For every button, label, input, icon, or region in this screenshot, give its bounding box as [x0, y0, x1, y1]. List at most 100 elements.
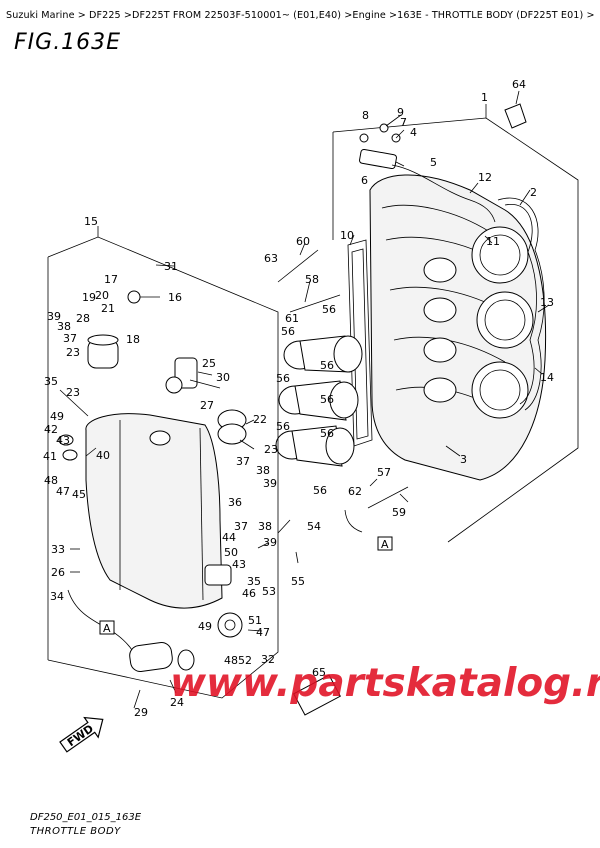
intake-manifold-group-outline	[332, 117, 579, 543]
callout-54: 54	[307, 520, 321, 533]
callout-46: 46	[242, 587, 256, 600]
callout-34: 34	[50, 590, 64, 603]
callout-21: 21	[101, 302, 115, 315]
callout-31: 31	[164, 260, 178, 273]
callout-8: 8	[362, 109, 369, 122]
callout-5: 5	[430, 156, 437, 169]
breadcrumb[interactable]: Suzuki Marine > DF225 >DF225T FROM 22503…	[6, 10, 595, 21]
leader-lines	[70, 90, 550, 709]
callout-38: 38	[57, 320, 71, 333]
fwd-label: FWD	[65, 722, 96, 749]
watermark: www.partskatalog.ru	[170, 661, 600, 706]
label-65	[293, 674, 341, 716]
callout-57: 57	[377, 466, 391, 479]
callout-37: 37	[63, 332, 77, 345]
callout-49: 49	[198, 620, 212, 633]
callout-7: 7	[400, 116, 407, 129]
callout-38: 38	[258, 520, 272, 533]
callout-47: 47	[256, 626, 270, 639]
ref-a-label-left: A	[103, 622, 111, 635]
callout-23: 23	[264, 443, 278, 456]
bracket-64	[504, 103, 527, 129]
filter-24	[129, 641, 195, 673]
callout-9: 9	[397, 106, 404, 119]
callout-30: 30	[216, 371, 230, 384]
callout-14: 14	[540, 371, 554, 384]
callout-32: 32	[261, 653, 275, 666]
callout-42: 42	[44, 423, 58, 436]
callout-59: 59	[392, 506, 406, 519]
intake-manifold	[369, 174, 547, 481]
callout-58: 58	[305, 273, 319, 286]
callout-18: 18	[126, 333, 140, 346]
callout-13: 13	[540, 296, 554, 309]
callout-15: 15	[84, 215, 98, 228]
callout-17: 17	[104, 273, 118, 286]
idle-air-valve-18	[87, 290, 141, 369]
callout-23: 23	[66, 386, 80, 399]
callout-62: 62	[348, 485, 362, 498]
throttle-body-middle	[278, 380, 359, 421]
callout-56: 56	[320, 359, 334, 372]
callout-11: 11	[486, 235, 500, 248]
callout-51: 51	[248, 614, 262, 627]
callout-53: 53	[262, 585, 276, 598]
ref-a-box-left: A	[99, 620, 115, 635]
callout-52: 52	[238, 654, 252, 667]
callout-47: 47	[56, 485, 70, 498]
callout-56: 56	[276, 420, 290, 433]
callout-2: 2	[530, 186, 537, 199]
callout-56: 56	[276, 372, 290, 385]
callout-39: 39	[263, 536, 277, 549]
callout-12: 12	[478, 171, 492, 184]
callout-6: 6	[361, 174, 368, 187]
callout-25: 25	[202, 357, 216, 370]
callout-55: 55	[291, 575, 305, 588]
callout-49: 49	[50, 410, 64, 423]
callout-65: 65	[312, 666, 326, 679]
callout-16: 16	[168, 291, 182, 304]
callout-36: 36	[228, 496, 242, 509]
callout-64: 64	[512, 78, 526, 91]
callout-50: 50	[224, 546, 238, 559]
callout-23: 23	[66, 346, 80, 359]
callout-56: 56	[322, 303, 336, 316]
callout-63: 63	[264, 252, 278, 265]
callout-38: 38	[256, 464, 270, 477]
callout-37: 37	[236, 455, 250, 468]
footer-caption: THROTTLE BODY	[30, 826, 121, 837]
callout-27: 27	[200, 399, 214, 412]
long-bolts	[277, 249, 409, 533]
ref-a-label-right: A	[381, 538, 389, 551]
callout-43: 43	[56, 434, 70, 447]
callout-61: 61	[285, 312, 299, 325]
left-hardware	[58, 389, 89, 461]
silencer-case	[85, 413, 223, 609]
callout-24: 24	[170, 696, 184, 709]
callout-44: 44	[222, 531, 236, 544]
callout-48: 48	[224, 654, 238, 667]
throttle-body-bottom	[275, 425, 355, 467]
fitting-22	[217, 409, 247, 445]
callout-40: 40	[96, 449, 110, 462]
footer-code: DF250_E01_015_163E	[30, 812, 142, 823]
callout-20: 20	[95, 289, 109, 302]
callout-numbers: 1 64 8 9 7 4 5 6 12 2 10 11 13 14 3 60 6…	[43, 78, 554, 719]
callout-56: 56	[281, 325, 295, 338]
callout-10: 10	[340, 229, 354, 242]
throttle-body-top	[283, 335, 363, 373]
sensor-cluster	[204, 564, 243, 638]
callout-29: 29	[134, 706, 148, 719]
gasket-2	[497, 197, 545, 411]
callout-22: 22	[253, 413, 267, 426]
fwd-arrow-icon: FWD	[59, 716, 104, 753]
callout-48: 48	[44, 474, 58, 487]
callout-39: 39	[47, 310, 61, 323]
callout-4: 4	[410, 126, 417, 139]
callout-56: 56	[313, 484, 327, 497]
callout-28: 28	[76, 312, 90, 325]
callout-56: 56	[320, 393, 334, 406]
callout-43: 43	[232, 558, 246, 571]
silencer-group-outline	[47, 236, 279, 699]
